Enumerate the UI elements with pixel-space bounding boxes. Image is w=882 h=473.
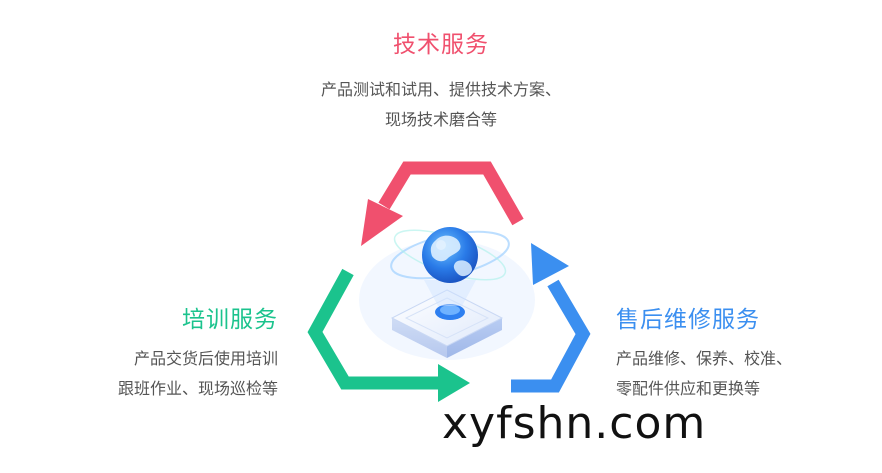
training-service-desc-line1: 产品交货后使用培训 (133, 349, 278, 368)
technical-service-desc-line2: 现场技术磨合等 (384, 110, 497, 129)
aftersales-cycle-arrow (511, 243, 591, 393)
aftersales-service-block: 售后维修服务 产品维修、保养、校准、 零配件供应和更换等 (616, 309, 792, 404)
globe-platform-icon (359, 227, 535, 360)
technical-service-desc-line1: 产品测试和试用、提供技术方案、 (320, 80, 561, 99)
technical-service-title: 技术服务 (393, 32, 489, 58)
aftersales-service-desc-line2: 零配件供应和更换等 (616, 379, 761, 398)
training-service-desc-line2: 跟班作业、现场巡检等 (117, 379, 278, 398)
watermark-text: xyfshn.com (442, 398, 707, 449)
training-cycle-arrow (307, 268, 470, 402)
aftersales-service-title: 售后维修服务 (616, 307, 760, 333)
technical-cycle-arrow (361, 161, 524, 246)
training-service-block: 培训服务 产品交货后使用培训 跟班作业、现场巡检等 (118, 309, 278, 404)
training-service-title: 培训服务 (182, 307, 278, 333)
aftersales-service-desc-line1: 产品维修、保养、校准、 (616, 349, 793, 368)
technical-service-block: 技术服务 产品测试和试用、提供技术方案、 现场技术磨合等 (0, 34, 882, 135)
